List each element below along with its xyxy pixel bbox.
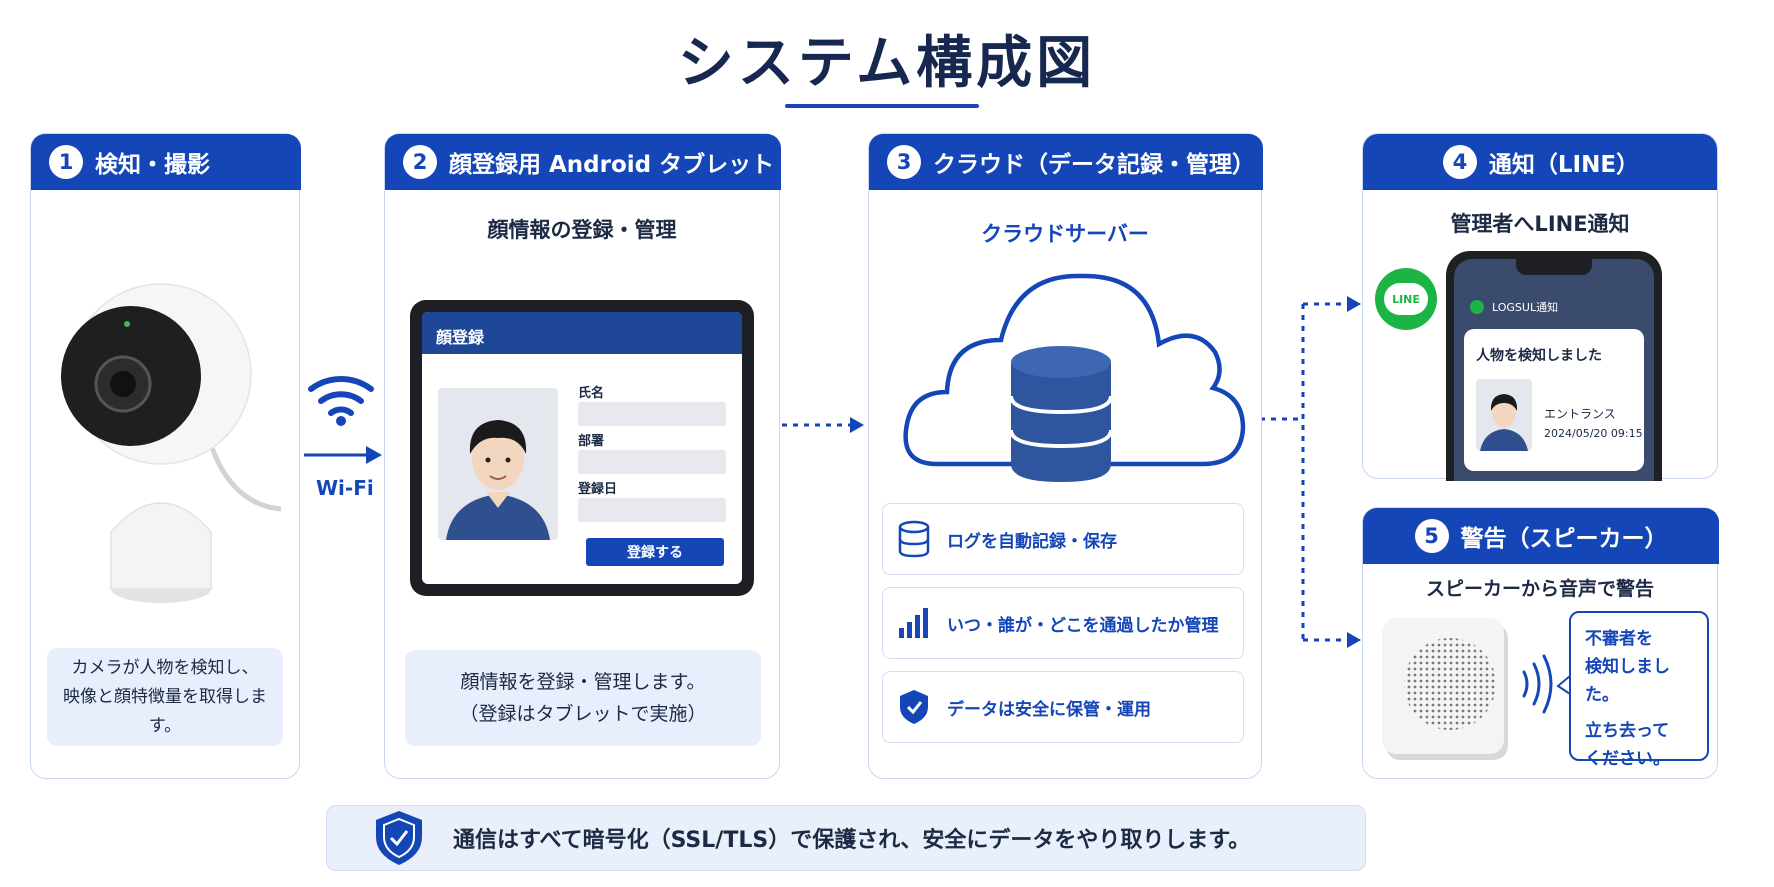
line-badge-label: LINE xyxy=(1384,283,1428,315)
feature-log: ログを自動記録・保存 xyxy=(882,503,1244,575)
date-field[interactable] xyxy=(578,498,726,522)
tablet-device: 顔登録 氏名 部署 登録日 登録する xyxy=(410,300,754,596)
notification-location: エントランス xyxy=(1544,407,1616,421)
bubble-line: ください。 xyxy=(1585,749,1670,769)
card-header: 5 警告（スピーカー） xyxy=(1363,508,1719,564)
card-subtitle: クラウドサーバー xyxy=(981,222,1149,246)
note-line: 顔情報を登録・管理します。 xyxy=(460,671,706,693)
shield-icon xyxy=(900,690,928,724)
app-name: LOGSUL通知 xyxy=(1492,301,1559,314)
step-number: 5 xyxy=(1414,519,1449,553)
note-line: カメラが人物を検知し、 xyxy=(71,657,259,678)
notification-message: 人物を検知しました xyxy=(1476,348,1602,364)
feature-label: データは安全に保管・運用 xyxy=(947,699,1151,720)
step-number: 2 xyxy=(403,145,437,179)
name-field[interactable] xyxy=(578,402,726,426)
page-title: システム構成図 xyxy=(677,31,1097,96)
card-header: 3 クラウド（データ記録・管理） xyxy=(869,134,1263,190)
card-header: 2 顔登録用 Android タブレット xyxy=(385,134,781,190)
arrow-right-icon xyxy=(304,446,382,464)
bubble-line: 立ち去って xyxy=(1585,721,1670,741)
person-icon xyxy=(446,420,550,540)
database-icon xyxy=(898,520,930,558)
arrow-right-icon xyxy=(1347,296,1361,312)
field-label: 氏名 xyxy=(578,386,605,401)
title-underline xyxy=(785,104,979,108)
note-box: カメラが人物を検知し、 映像と顔特徴量を取得します。 xyxy=(47,648,283,746)
security-note-bar: 通信はすべて暗号化（SSL/TLS）で保護され、安全にデータをやり取りします。 xyxy=(326,805,1366,871)
person-icon xyxy=(1480,394,1528,451)
card-header: 4 通知（LINE） xyxy=(1363,134,1717,190)
branch-arrow xyxy=(1238,302,1348,642)
phone-notch xyxy=(1516,259,1592,275)
tablet-header: 顔登録 xyxy=(422,312,742,354)
card-title: 顔登録用 Android タブレット xyxy=(449,152,775,178)
bubble-line: 不審者を xyxy=(1585,629,1653,649)
notification-app: LOGSUL通知 xyxy=(1470,299,1558,315)
field-label: 部署 xyxy=(578,434,605,449)
register-button[interactable]: 登録する xyxy=(586,538,724,566)
feature-tracking: いつ・誰が・どこを通過したか管理 xyxy=(882,587,1244,659)
card-title: クラウド（データ記録・管理） xyxy=(933,152,1255,178)
phone-screen: LOGSUL通知 人物を検知しました エントランス 2024/05/20 09:… xyxy=(1454,259,1654,481)
speaker-device xyxy=(1382,618,1504,754)
shield-icon xyxy=(376,811,422,865)
note-line: 映像と顔特徴量を取得します。 xyxy=(63,686,267,736)
bar-chart-icon xyxy=(899,608,928,638)
department-field[interactable] xyxy=(578,450,726,474)
wifi-dot xyxy=(336,416,346,426)
line-logo-icon: LINE xyxy=(1375,268,1437,330)
warning-bubble: 不審者を 検知しました。 立ち去って ください。 xyxy=(1569,611,1709,769)
wifi-icon xyxy=(308,376,374,416)
card-subtitle: 顔情報の登録・管理 xyxy=(487,218,677,242)
step-number: 1 xyxy=(49,145,83,179)
camera-illustration xyxy=(61,283,282,603)
note-box: 顔情報を登録・管理します。 （登録はタブレットで実施） xyxy=(405,650,761,746)
smartphone: LOGSUL通知 人物を検知しました エントランス 2024/05/20 09:… xyxy=(1446,251,1662,481)
arrow-right-icon xyxy=(1347,632,1361,648)
wifi-label: Wi-Fi xyxy=(316,476,374,500)
face-photo xyxy=(438,388,558,540)
card-title: 通知（LINE） xyxy=(1488,152,1640,178)
security-note: 通信はすべて暗号化（SSL/TLS）で保護され、安全にデータをやり取りします。 xyxy=(453,828,1251,853)
field-label: 登録日 xyxy=(578,482,618,497)
notification-timestamp: 2024/05/20 09:15 xyxy=(1544,427,1643,440)
card-title: 検知・撮影 xyxy=(95,152,210,178)
card-subtitle: 管理者へLINE通知 xyxy=(1450,212,1630,236)
arrow-right-icon xyxy=(782,417,864,433)
tablet-screen: 顔登録 氏名 部署 登録日 登録する xyxy=(422,312,742,584)
database-icon xyxy=(1009,346,1113,482)
feature-label: いつ・誰が・どこを通過したか管理 xyxy=(947,615,1219,636)
avatar xyxy=(1476,379,1532,451)
feature-security: データは安全に保管・運用 xyxy=(882,671,1244,743)
card-header: 1 検知・撮影 xyxy=(31,134,301,190)
card-subtitle: スピーカーから音声で警告 xyxy=(1425,578,1654,600)
card-title: 警告（スピーカー） xyxy=(1460,526,1668,552)
step-number: 4 xyxy=(1442,145,1477,179)
card-detection: 1 検知・撮影 カメラが人物を検知し、 映像と顔特徴量を取得します。 xyxy=(30,133,301,779)
cloud-icon xyxy=(903,273,1246,482)
notification-card[interactable]: 人物を検知しました エントランス 2024/05/20 09:15 xyxy=(1464,329,1644,471)
bubble-line: 検知しました。 xyxy=(1585,657,1670,705)
line-logo-icon xyxy=(1470,300,1484,314)
speaker-grille xyxy=(1404,638,1496,730)
step-number: 3 xyxy=(887,145,921,179)
feature-label: ログを自動記録・保存 xyxy=(947,531,1117,552)
note-line: （登録はタブレットで実施） xyxy=(459,703,707,725)
